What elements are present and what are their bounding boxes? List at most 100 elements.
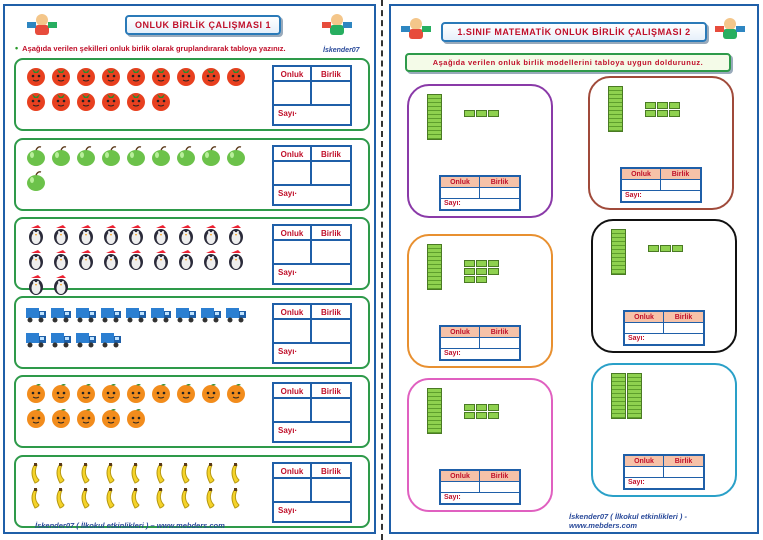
- kid-right-icon: [715, 16, 745, 42]
- ones-header: Birlik: [312, 305, 350, 320]
- banana-icon: [25, 462, 47, 484]
- ones-answer-cell[interactable]: [312, 82, 350, 106]
- page-divider: [381, 0, 383, 540]
- ten-rod-icon: [427, 388, 442, 434]
- one-cube-icon: [464, 260, 475, 267]
- orange-icon: [150, 382, 172, 404]
- tens-answer-cell[interactable]: [274, 162, 312, 186]
- banana-icon: [150, 462, 172, 484]
- ones-answer-cell[interactable]: [480, 338, 519, 349]
- one-cube-icon: [657, 102, 668, 109]
- ones-answer-cell[interactable]: [312, 241, 350, 265]
- one-cube-icon: [488, 404, 499, 411]
- penguin-icon: [50, 274, 72, 296]
- number-label: Sayı·: [278, 109, 298, 118]
- tens-answer-cell[interactable]: [274, 241, 312, 265]
- number-label: Sayı:: [628, 335, 645, 342]
- tens-answer-cell[interactable]: [441, 188, 480, 199]
- kid-left-icon: [27, 12, 57, 38]
- ten-rod-icon: [427, 244, 442, 290]
- number-label: Sayı:: [628, 479, 645, 486]
- tens-answer-cell[interactable]: [622, 180, 661, 191]
- penguin-icon: [175, 224, 197, 246]
- tens-header: Onluk: [274, 147, 312, 162]
- ones-answer-cell[interactable]: [664, 467, 703, 478]
- tens-header: Onluk: [274, 464, 312, 479]
- tens-answer-cell[interactable]: [274, 399, 312, 423]
- one-cube-icon: [488, 412, 499, 419]
- one-cube-icon: [476, 268, 487, 275]
- orange-icon: [125, 382, 147, 404]
- banana-icon: [50, 487, 72, 509]
- tens-header: Onluk: [625, 456, 664, 467]
- one-cube-icon: [672, 245, 683, 252]
- ones-answer-cell[interactable]: [661, 180, 700, 191]
- tomato-icon: [25, 65, 47, 87]
- tens-answer-cell[interactable]: [441, 482, 480, 493]
- author-label: İskender07: [323, 47, 360, 54]
- truck-icon: [100, 303, 122, 325]
- one-cube-icon: [488, 268, 499, 275]
- penguin-icon: [125, 249, 147, 271]
- ones-header: Birlik: [312, 384, 350, 399]
- tens-answer-cell[interactable]: [274, 82, 312, 106]
- tens-answer-cell[interactable]: [274, 320, 312, 344]
- ones-answer-cell[interactable]: [312, 162, 350, 186]
- tens-answer-cell[interactable]: [274, 479, 312, 503]
- tomato-icon: [225, 65, 247, 87]
- tomato-icon: [25, 90, 47, 112]
- banana-icon: [25, 487, 47, 509]
- one-cube-icon: [645, 110, 656, 117]
- ones-header: Birlik: [661, 169, 700, 180]
- ones-header: Birlik: [480, 327, 519, 338]
- one-cube-icon: [476, 260, 487, 267]
- truck-icon: [175, 303, 197, 325]
- worksheet-1: ONLUK BİRLİK ÇALIŞMASI 1 •Aşağıda verile…: [3, 4, 376, 534]
- tens-answer-cell[interactable]: [625, 467, 664, 478]
- truck-icon: [75, 303, 97, 325]
- one-cube-icon: [476, 276, 487, 283]
- penguin-icon: [25, 249, 47, 271]
- truck-icon: [125, 303, 147, 325]
- banana-icon: [200, 487, 222, 509]
- ones-answer-cell[interactable]: [312, 479, 350, 503]
- ones-header: Birlik: [312, 226, 350, 241]
- ones-answer-cell[interactable]: [312, 399, 350, 423]
- banana-icon: [200, 462, 222, 484]
- bullet-icon: •: [15, 43, 19, 53]
- one-cube-icon: [669, 110, 680, 117]
- number-label: Sayı·: [278, 506, 298, 515]
- ones-answer-cell[interactable]: [480, 482, 519, 493]
- orange-icon: [50, 382, 72, 404]
- penguin-icon: [25, 224, 47, 246]
- ones-header: Birlik: [480, 177, 519, 188]
- apple-icon: [200, 145, 222, 167]
- orange-icon: [125, 407, 147, 429]
- banana-icon: [225, 487, 247, 509]
- ones-answer-cell[interactable]: [312, 320, 350, 344]
- tens-answer-cell[interactable]: [625, 323, 664, 334]
- apple-icon: [225, 145, 247, 167]
- tens-answer-cell[interactable]: [441, 338, 480, 349]
- banana-icon: [100, 462, 122, 484]
- banana-icon: [150, 487, 172, 509]
- object-group: [24, 144, 260, 194]
- ones-header: Birlik: [312, 67, 350, 82]
- ones-answer-cell[interactable]: [480, 188, 519, 199]
- penguin-icon: [50, 249, 72, 271]
- banana-icon: [175, 487, 197, 509]
- ten-rod-icon: [627, 373, 642, 419]
- orange-icon: [50, 407, 72, 429]
- ones-answer-cell[interactable]: [664, 323, 703, 334]
- penguin-icon: [200, 249, 222, 271]
